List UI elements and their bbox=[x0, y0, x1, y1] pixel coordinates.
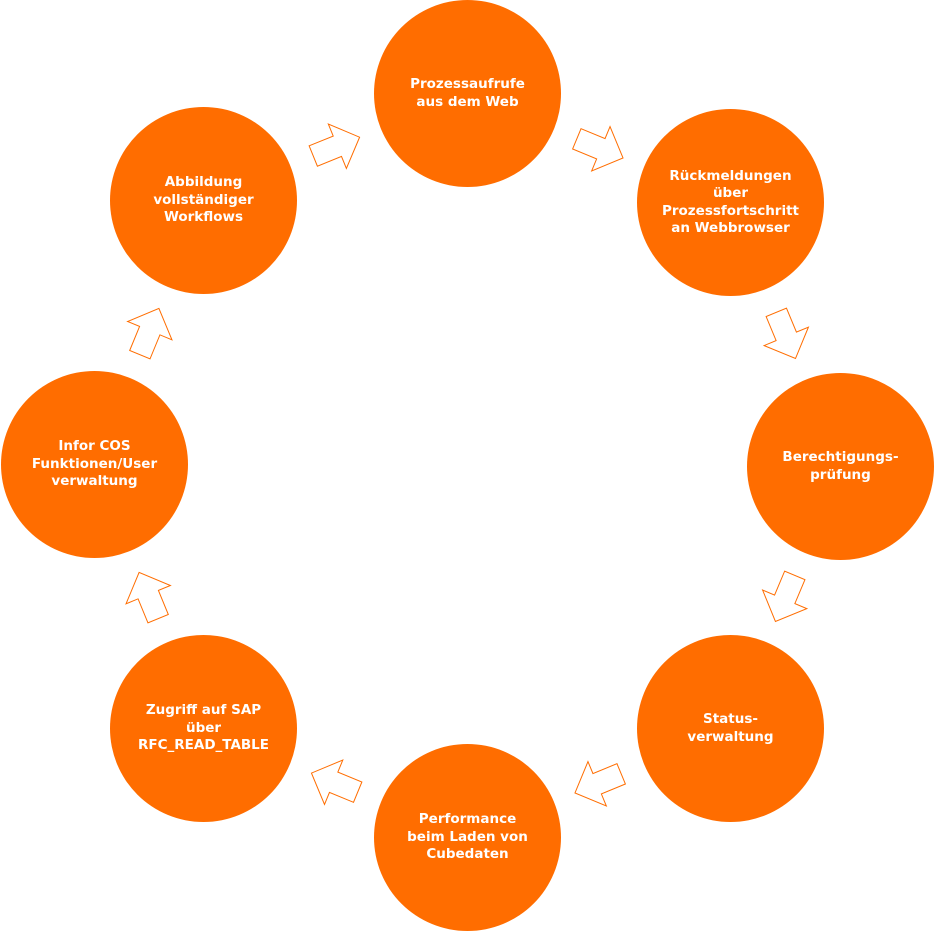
node-label: Berechtigungs- prüfung bbox=[782, 449, 899, 483]
cycle-arrow-icon bbox=[310, 759, 363, 806]
node-label: Performance beim Laden von Cubedaten bbox=[407, 811, 528, 863]
cycle-arrow-icon bbox=[762, 307, 810, 360]
node-performance: Performance beim Laden von Cubedaten bbox=[374, 744, 561, 931]
node-sap: Zugriff auf SAP über RFC_READ_TABLE bbox=[110, 635, 297, 822]
node-status: Status- verwaltung bbox=[637, 635, 824, 822]
node-label: Status- verwaltung bbox=[687, 711, 774, 745]
cycle-arrow-icon bbox=[125, 571, 172, 624]
cycle-arrow-icon bbox=[308, 123, 361, 170]
node-workflows: Abbildung vollständiger Workflows bbox=[110, 107, 297, 294]
cycle-arrow-icon bbox=[571, 125, 624, 172]
cycle-arrow-icon bbox=[761, 570, 809, 623]
cycle-arrow-icon bbox=[574, 760, 627, 807]
node-label: Zugriff auf SAP über RFC_READ_TABLE bbox=[137, 702, 270, 754]
node-label: Infor COS Funktionen/User verwaltung bbox=[31, 438, 158, 490]
node-label: Prozessaufrufe aus dem Web bbox=[410, 76, 525, 110]
node-auth: Berechtigungs- prüfung bbox=[747, 373, 934, 560]
node-cos: Infor COS Funktionen/User verwaltung bbox=[1, 371, 188, 558]
node-label: Abbildung vollständiger Workflows bbox=[153, 174, 254, 226]
cycle-arrow-icon bbox=[126, 307, 173, 360]
node-label: Rückmeldungen über Prozessfortschritt an… bbox=[661, 167, 799, 237]
node-feedback: Rückmeldungen über Prozessfortschritt an… bbox=[637, 109, 824, 296]
node-web: Prozessaufrufe aus dem Web bbox=[374, 0, 561, 187]
